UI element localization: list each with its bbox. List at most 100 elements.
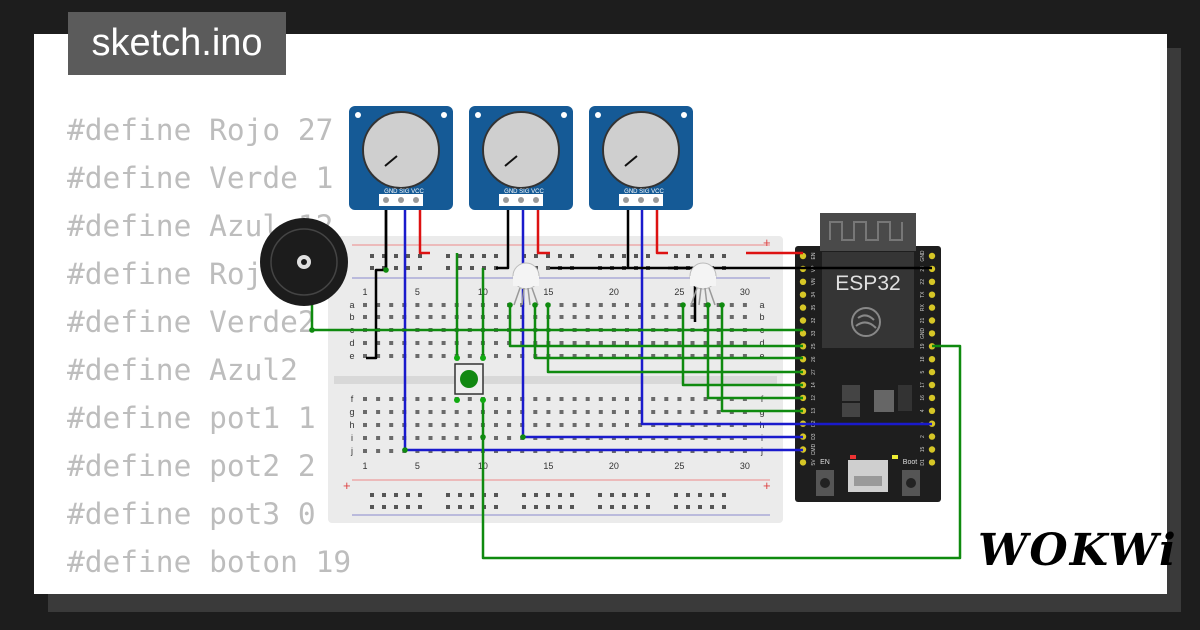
breadboard-hole bbox=[690, 354, 695, 358]
wire-blue bbox=[640, 198, 932, 426]
pin-label: 13 bbox=[811, 408, 817, 414]
button-leg bbox=[480, 397, 486, 403]
breadboard-hole bbox=[415, 315, 420, 319]
wire-endpoint bbox=[480, 434, 486, 440]
breadboard-hole bbox=[611, 354, 616, 358]
breadboard-hole bbox=[677, 410, 682, 414]
breadboard-hole bbox=[507, 436, 512, 440]
rail-hole bbox=[646, 505, 650, 509]
esp32-pin bbox=[799, 304, 807, 311]
rail-hole bbox=[370, 266, 374, 270]
breadboard-hole bbox=[677, 354, 682, 358]
breadboard-hole bbox=[494, 354, 498, 358]
pin-label: 21 bbox=[920, 318, 926, 324]
rail-hole bbox=[370, 254, 374, 258]
pot-indicator bbox=[624, 155, 638, 167]
breadboard-hole bbox=[467, 303, 472, 307]
esp32-pin bbox=[928, 278, 936, 285]
breadboard-hole bbox=[625, 341, 629, 345]
breadboard-hole bbox=[638, 423, 643, 427]
pin-label: 18 bbox=[920, 356, 926, 362]
breadboard-hole bbox=[376, 397, 381, 401]
breadboard-hole bbox=[415, 341, 420, 345]
breadboard-hole bbox=[651, 315, 656, 319]
row-letter: b bbox=[759, 312, 764, 322]
rail-hole bbox=[646, 493, 650, 497]
rail-hole bbox=[710, 505, 714, 509]
mount-hole bbox=[595, 112, 601, 118]
code-line: #define Verde2 bbox=[67, 305, 316, 339]
breadboard-hole bbox=[690, 410, 695, 414]
smd-chip bbox=[842, 403, 860, 417]
rail-hole bbox=[634, 254, 638, 258]
rail-hole bbox=[598, 505, 602, 509]
esp32-antenna bbox=[820, 213, 916, 251]
wire-green bbox=[681, 305, 803, 387]
wire-endpoint bbox=[507, 302, 513, 308]
breadboard-hole bbox=[703, 410, 708, 414]
led-body bbox=[513, 276, 539, 286]
rail-hole bbox=[546, 493, 550, 497]
pin-label: 5 bbox=[920, 370, 926, 373]
breadboard-hole bbox=[428, 410, 433, 414]
row-letter: a bbox=[349, 300, 354, 310]
rail-hole bbox=[610, 505, 614, 509]
breadboard-hole bbox=[585, 354, 590, 358]
rail-hole bbox=[674, 493, 678, 497]
rail-hole bbox=[418, 254, 422, 258]
project-title[interactable]: sketch.ino bbox=[68, 12, 286, 75]
rail-hole bbox=[534, 254, 538, 258]
pot-pin bbox=[653, 197, 659, 203]
pin-label: GND bbox=[920, 250, 926, 262]
led-leg bbox=[708, 287, 716, 306]
rail-hole bbox=[382, 493, 386, 497]
breadboard-hole bbox=[494, 397, 498, 401]
pot-pin-label: GND SIG VCC bbox=[384, 189, 424, 195]
breadboard-hole bbox=[611, 423, 616, 427]
breadboard-hole bbox=[389, 397, 394, 401]
breadboard-hole bbox=[703, 354, 708, 358]
pin-label: 32 bbox=[811, 318, 817, 324]
pin-label: GND bbox=[920, 327, 926, 339]
rail-hole bbox=[370, 505, 374, 509]
rail-hole bbox=[686, 493, 690, 497]
rail-hole bbox=[406, 254, 410, 258]
breadboard-hole bbox=[363, 315, 367, 319]
pin-label: 35 bbox=[811, 305, 817, 311]
breadboard-hole bbox=[467, 436, 472, 440]
rail-hole bbox=[610, 254, 614, 258]
breadboard-hole bbox=[677, 315, 682, 319]
mount-hole bbox=[681, 112, 687, 118]
row-letter: a bbox=[759, 300, 764, 310]
esp32-pin bbox=[928, 394, 936, 402]
rail-hole bbox=[722, 505, 726, 509]
esp32-pin bbox=[799, 252, 807, 260]
column-number: 1 bbox=[362, 461, 367, 471]
column-number: 1 bbox=[362, 287, 367, 297]
code-line: #define buzzer 33 bbox=[67, 586, 369, 594]
pin-label: RX bbox=[920, 303, 926, 311]
breadboard-hole bbox=[546, 397, 551, 401]
rail-hole bbox=[622, 505, 626, 509]
breadboard-hole bbox=[363, 423, 367, 427]
breadboard-hole bbox=[363, 354, 367, 358]
breadboard-hole bbox=[494, 410, 498, 414]
rail-hole bbox=[418, 493, 422, 497]
breadboard-hole bbox=[559, 354, 564, 358]
breadboard-hole bbox=[415, 303, 420, 307]
breadboard-hole bbox=[441, 410, 446, 414]
pot-pin bbox=[503, 197, 509, 203]
code-line: #define Roj bbox=[67, 257, 263, 291]
plus-sign: + bbox=[343, 478, 351, 493]
code-line: #define boton 19 bbox=[67, 545, 352, 579]
breadboard-hole bbox=[415, 397, 420, 401]
breadboard-hole bbox=[376, 303, 381, 307]
breadboard-hole bbox=[690, 303, 695, 307]
wire-endpoint bbox=[532, 302, 538, 308]
pot-knob bbox=[482, 111, 560, 189]
rail-hole bbox=[458, 266, 462, 270]
usb-port-inner bbox=[854, 476, 882, 486]
breadboard-gap bbox=[334, 376, 777, 384]
